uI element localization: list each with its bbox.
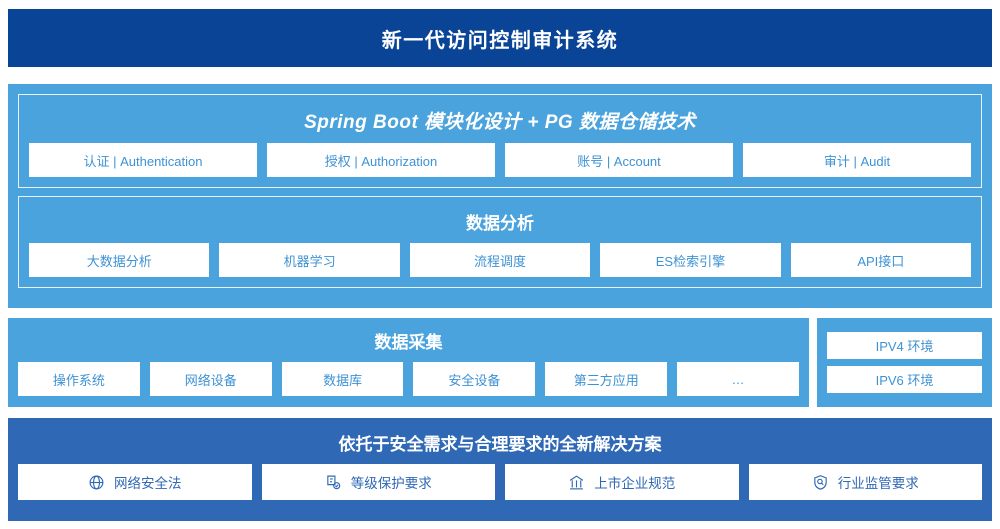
chip-ipv4-environment[interactable]: IPV4 环境: [827, 332, 982, 359]
chip-classified-protection[interactable]: 等级保护要求: [261, 464, 495, 500]
chip-label: 数据库: [323, 372, 363, 388]
ip-environment-panel: IPV4 环境 IPV6 环境: [817, 318, 992, 407]
chip-ipv6-environment[interactable]: IPV6 环境: [827, 366, 982, 393]
chip-label: 账号 | Account: [577, 153, 661, 169]
chip-label: 上市企业规范: [594, 476, 676, 491]
chip-big-data-analysis[interactable]: 大数据分析: [29, 243, 210, 277]
chip-label: 认证 | Authentication: [83, 153, 203, 169]
chip-label: 审计 | Audit: [823, 153, 891, 169]
chip-label: API接口: [857, 253, 905, 269]
chip-label: IPV4 环境: [875, 339, 934, 354]
chip-label: …: [731, 371, 745, 387]
chip-label: ES检索引擎: [655, 253, 726, 269]
platform-section: Spring Boot 模块化设计 + PG 数据仓储技术 认证 | Authe…: [8, 84, 992, 308]
bank-building-icon: [568, 474, 585, 491]
chip-listed-company-standard[interactable]: 上市企业规范: [505, 464, 739, 500]
chip-security-device[interactable]: 安全设备: [413, 362, 536, 396]
chip-account[interactable]: 账号 | Account: [505, 143, 733, 177]
chip-authorization[interactable]: 授权 | Authorization: [267, 143, 495, 177]
data-analysis-chip-row: 大数据分析 机器学习 流程调度 ES检索引擎 API接口: [29, 243, 972, 277]
chip-label: 安全设备: [448, 372, 501, 388]
chip-label: 第三方应用: [573, 372, 639, 388]
chip-api-interface[interactable]: API接口: [790, 243, 972, 277]
chip-es-search-engine[interactable]: ES检索引擎: [600, 243, 781, 277]
tech-stack-chip-row: 认证 | Authentication 授权 | Authorization 账…: [29, 143, 971, 177]
data-collection-title: 数据采集: [374, 333, 443, 352]
chip-industry-regulation[interactable]: 行业监管要求: [748, 464, 982, 500]
collection-row: 数据采集 操作系统 网络设备 数据库 安全设备 第三方应用 …: [8, 318, 992, 407]
globe-icon: [88, 474, 105, 491]
compliance-title: 依托于安全需求与合理要求的全新解决方案: [338, 435, 662, 454]
data-collection-chip-row: 操作系统 网络设备 数据库 安全设备 第三方应用 …: [18, 362, 799, 396]
chip-label: 行业监管要求: [837, 476, 919, 491]
page-header: 新一代访问控制审计系统: [8, 9, 992, 67]
chip-label: 流程调度: [474, 253, 527, 269]
chip-audit[interactable]: 审计 | Audit: [743, 143, 971, 177]
chip-third-party-app[interactable]: 第三方应用: [545, 362, 668, 396]
chip-cybersecurity-law[interactable]: 网络安全法: [18, 464, 252, 500]
chip-database[interactable]: 数据库: [281, 362, 404, 396]
chip-authentication[interactable]: 认证 | Authentication: [29, 143, 257, 177]
chip-label: 网络安全法: [114, 476, 182, 491]
data-collection-panel: 数据采集 操作系统 网络设备 数据库 安全设备 第三方应用 …: [8, 318, 809, 407]
document-check-icon: [325, 474, 342, 491]
data-analysis-title: 数据分析: [466, 214, 534, 233]
data-analysis-panel: 数据分析 大数据分析 机器学习 流程调度 ES检索引擎 API接口: [18, 196, 982, 288]
chip-process-scheduling[interactable]: 流程调度: [409, 243, 591, 277]
compliance-section: 依托于安全需求与合理要求的全新解决方案 网络安全法: [8, 418, 992, 521]
page-title: 新一代访问控制审计系统: [381, 29, 619, 52]
chip-label: 授权 | Authorization: [324, 153, 438, 169]
chip-label: 大数据分析: [86, 253, 152, 269]
chip-label: 操作系统: [52, 372, 105, 388]
chip-operating-system[interactable]: 操作系统: [18, 362, 140, 396]
chip-more-ellipsis[interactable]: …: [677, 362, 799, 396]
shield-search-icon: [812, 474, 829, 491]
chip-machine-learning[interactable]: 机器学习: [219, 243, 400, 277]
chip-label: 等级保护要求: [350, 476, 432, 491]
chip-label: IPV6 环境: [875, 373, 934, 388]
tech-stack-panel: Spring Boot 模块化设计 + PG 数据仓储技术 认证 | Authe…: [18, 94, 982, 188]
chip-label: 网络设备: [184, 372, 237, 388]
compliance-chip-row: 网络安全法 等级保护要求: [18, 464, 982, 500]
chip-network-device[interactable]: 网络设备: [149, 362, 272, 396]
chip-label: 机器学习: [283, 253, 336, 269]
tech-stack-title: Spring Boot 模块化设计 + PG 数据仓储技术: [304, 112, 696, 133]
